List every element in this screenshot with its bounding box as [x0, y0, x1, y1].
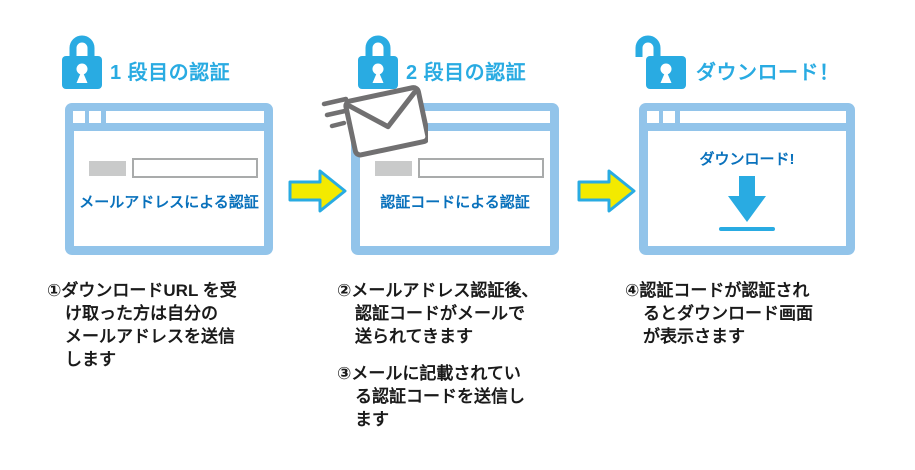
- speed-lines: [321, 96, 349, 129]
- step3-heading: ダウンロード！: [696, 62, 840, 84]
- step2-heading: 2 段目の認証: [406, 62, 527, 84]
- code-input-field: [418, 158, 544, 178]
- address-bar: [106, 111, 264, 123]
- browser-window-step1: メールアドレスによる認証: [65, 103, 273, 255]
- window-content: ダウンロード!: [648, 131, 846, 246]
- note-step3: ③メールに記載されてい る認証コードを送信し ます: [337, 364, 525, 429]
- lock-closed-icon: [358, 35, 398, 89]
- note-step1: ①ダウンロードURL を受 け取った方は自分の メールアドレスを送信 します: [47, 281, 237, 369]
- arrow-right-icon: [577, 169, 636, 213]
- address-bar: [680, 111, 846, 123]
- step1-heading: 1 段目の認証: [110, 62, 231, 84]
- window-button: [89, 111, 101, 123]
- download-arrow-icon: [728, 176, 766, 222]
- window-button: [647, 111, 659, 123]
- window-caption: 認証コードによる認証: [380, 194, 530, 211]
- code-field-label: [375, 161, 412, 176]
- email-input-field: [132, 158, 258, 178]
- lock-open-icon: [635, 35, 686, 89]
- note-step4: ④認証コードが認証され るとダウンロード画面 が表示さます: [625, 281, 813, 346]
- lock-closed-icon: [62, 35, 102, 89]
- window-caption: メールアドレスによる認証: [79, 194, 259, 211]
- window-content: メールアドレスによる認証: [74, 131, 264, 246]
- arrow-right-icon: [288, 169, 347, 213]
- envelope-icon: [321, 85, 428, 158]
- address-bar: [392, 111, 550, 123]
- browser-window-step3: ダウンロード!: [639, 103, 855, 255]
- note-step2: ②メールアドレス認証後、 認証コードがメールで 送られてきます: [337, 281, 539, 346]
- download-caption: ダウンロード!: [699, 151, 795, 168]
- window-button: [73, 111, 85, 123]
- window-button: [663, 111, 675, 123]
- email-field-label: [89, 161, 126, 176]
- download-tray-line: [719, 227, 775, 231]
